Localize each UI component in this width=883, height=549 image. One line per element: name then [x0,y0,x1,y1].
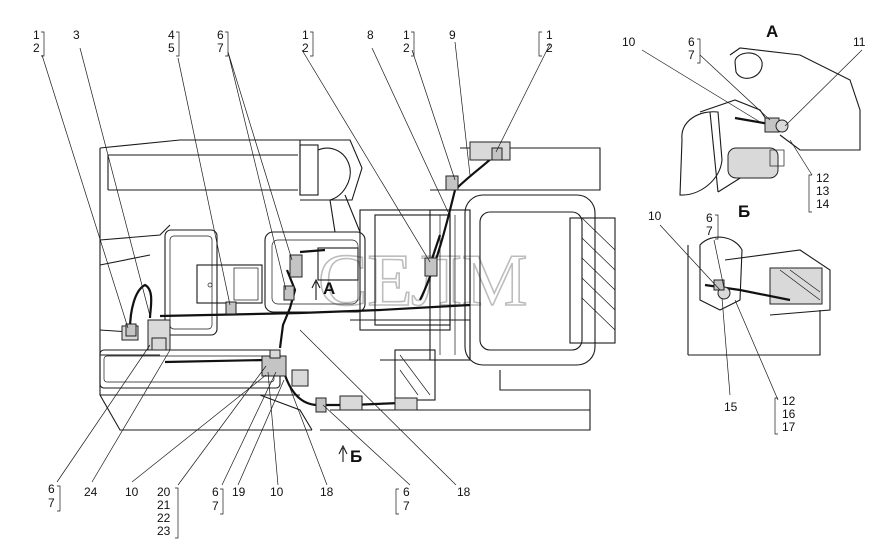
callout: 6 [403,485,410,499]
callout: 22 [157,511,171,525]
callout: 6 [48,482,55,496]
callout: 13 [816,184,830,198]
callout: 6 [688,35,695,49]
callout: 6 [706,211,713,225]
callout: 1 [302,28,309,42]
fittings [125,141,511,413]
callout: 1 [33,28,40,42]
callout: 18 [320,485,334,499]
chassis-outline [99,139,601,431]
callout: 5 [168,41,175,55]
callout: 12 [816,171,830,185]
callout: 20 [157,485,171,499]
callout: 7 [706,224,713,238]
callout: 6 [212,485,219,499]
callout: 10 [622,35,636,49]
watermark: СЕЛМ [318,240,528,322]
callout: 16 [782,407,796,421]
fitting-right [424,257,438,277]
view-arrow-a: A [311,278,335,300]
fitting-left [125,323,137,337]
callout: 21 [157,498,171,512]
callout: 7 [212,499,219,513]
arrow-a-label: A [323,279,335,298]
view-a-title: A [766,22,778,41]
callout: 24 [84,485,98,499]
view-arrow-b: Б [338,444,362,466]
callout: 7 [217,41,224,55]
callout: 3 [73,28,80,42]
fitting-upper [289,254,303,278]
callout: 23 [157,524,171,538]
callout: 7 [688,48,695,62]
arrow-b-label: Б [350,447,362,466]
callout: 10 [125,485,139,499]
callout: 2 [302,41,309,55]
callout: 2 [403,41,410,55]
top-bracket [469,141,511,161]
callout: 11 [853,35,866,49]
engine-block [164,139,471,361]
view-b: Б 10 6 7 15 12 16 17 [648,202,831,435]
callout: 14 [816,197,830,211]
fitting-mid [225,301,237,315]
callout: 2 [33,41,40,55]
callout: 10 [648,209,662,223]
callout: 12 [782,394,796,408]
callout: 19 [232,485,246,499]
view-a: A 10 6 7 11 12 13 14 [622,22,866,213]
callout: 7 [403,499,410,513]
callout: 15 [724,400,738,414]
callout: 8 [367,28,374,42]
callout: 6 [217,28,224,42]
callout: 7 [48,496,55,510]
callout: 1 [546,28,553,42]
main-callouts: 1 2 3 4 5 6 7 1 2 8 1 2 9 1 2 6 7 24 10 … [33,28,553,539]
callout: 2 [546,41,553,55]
callout: 9 [449,28,456,42]
callout: 18 [457,485,471,499]
callout: 17 [782,420,796,434]
view-b-title: Б [738,202,750,221]
callout: 1 [403,28,410,42]
callout: 10 [270,485,284,499]
transmission-housing [394,194,616,401]
callout: 4 [168,28,175,42]
leader-lines [41,41,551,486]
